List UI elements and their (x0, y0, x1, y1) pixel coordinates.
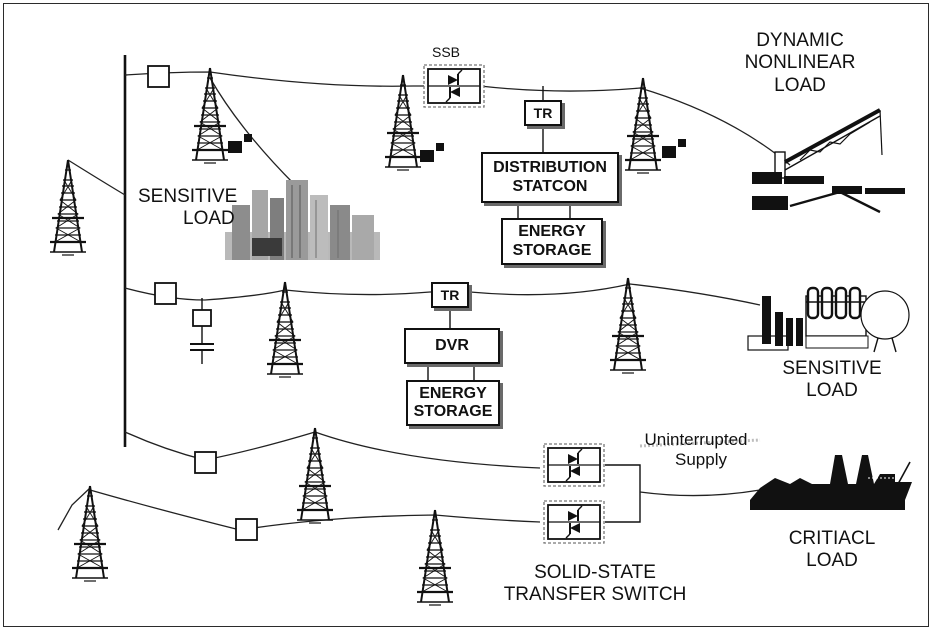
critical-load-label: CRITIACL LOAD (788, 528, 876, 572)
ssts-junction (605, 464, 641, 523)
dvr-box: DVR (404, 328, 500, 364)
feeder-lower-left (57, 487, 91, 531)
energy-storage-box-middle: ENERGY STORAGE (406, 380, 500, 426)
ssb-switch-icon (423, 64, 485, 108)
transmission-tower (608, 276, 648, 375)
feeder-line-middle (124, 283, 761, 306)
dynamic-nonlinear-load-crane-icon (752, 108, 905, 214)
transmission-tower (265, 280, 305, 379)
tr-box-middle: TR (431, 282, 469, 308)
uninterrupted-supply-line (639, 489, 761, 497)
sensitive-load-plant-icon (747, 286, 910, 353)
transmission-tower (383, 73, 423, 172)
transmission-tower (295, 426, 335, 525)
sensitive-load-top-label: SENSITIVE LOAD (138, 186, 238, 230)
drop-sensitive-load-top (209, 77, 296, 186)
uninterrupted-supply-label: Uninterrupted Supply (644, 430, 748, 470)
transmission-tower (415, 508, 455, 607)
ssts-switch-icon (543, 500, 605, 544)
dynamic-nonlinear-load-label: DYNAMIC NONLINEAR LOAD (744, 30, 856, 96)
ssts-label: SOLID-STATE TRANSFER SWITCH (503, 562, 687, 606)
feeder-line-lower-1 (124, 431, 541, 469)
distribution-statcon-box: DISTRIBUTION STATCON (481, 152, 619, 203)
pole-transformer-icon (228, 134, 686, 162)
energy-storage-box-top: ENERGY STORAGE (501, 218, 603, 265)
sensitive-load-right-label: SENSITIVE LOAD (782, 358, 882, 402)
ssts-switch-icon (543, 443, 605, 487)
feeder-left (67, 159, 126, 196)
capacitor-branch (190, 298, 214, 364)
transmission-tower (48, 158, 88, 257)
tr-box-top: TR (524, 100, 562, 126)
breaker-square (235, 518, 258, 541)
transmission-tower (190, 66, 230, 165)
breaker-square (154, 282, 177, 305)
sensitive-load-buildings-icon (225, 180, 380, 260)
breaker-square (194, 451, 217, 474)
critical-load-factory-icon (639, 438, 912, 510)
breaker-square (147, 65, 170, 88)
ssb-label: SSB (432, 44, 461, 60)
diagram-frame (3, 3, 929, 627)
